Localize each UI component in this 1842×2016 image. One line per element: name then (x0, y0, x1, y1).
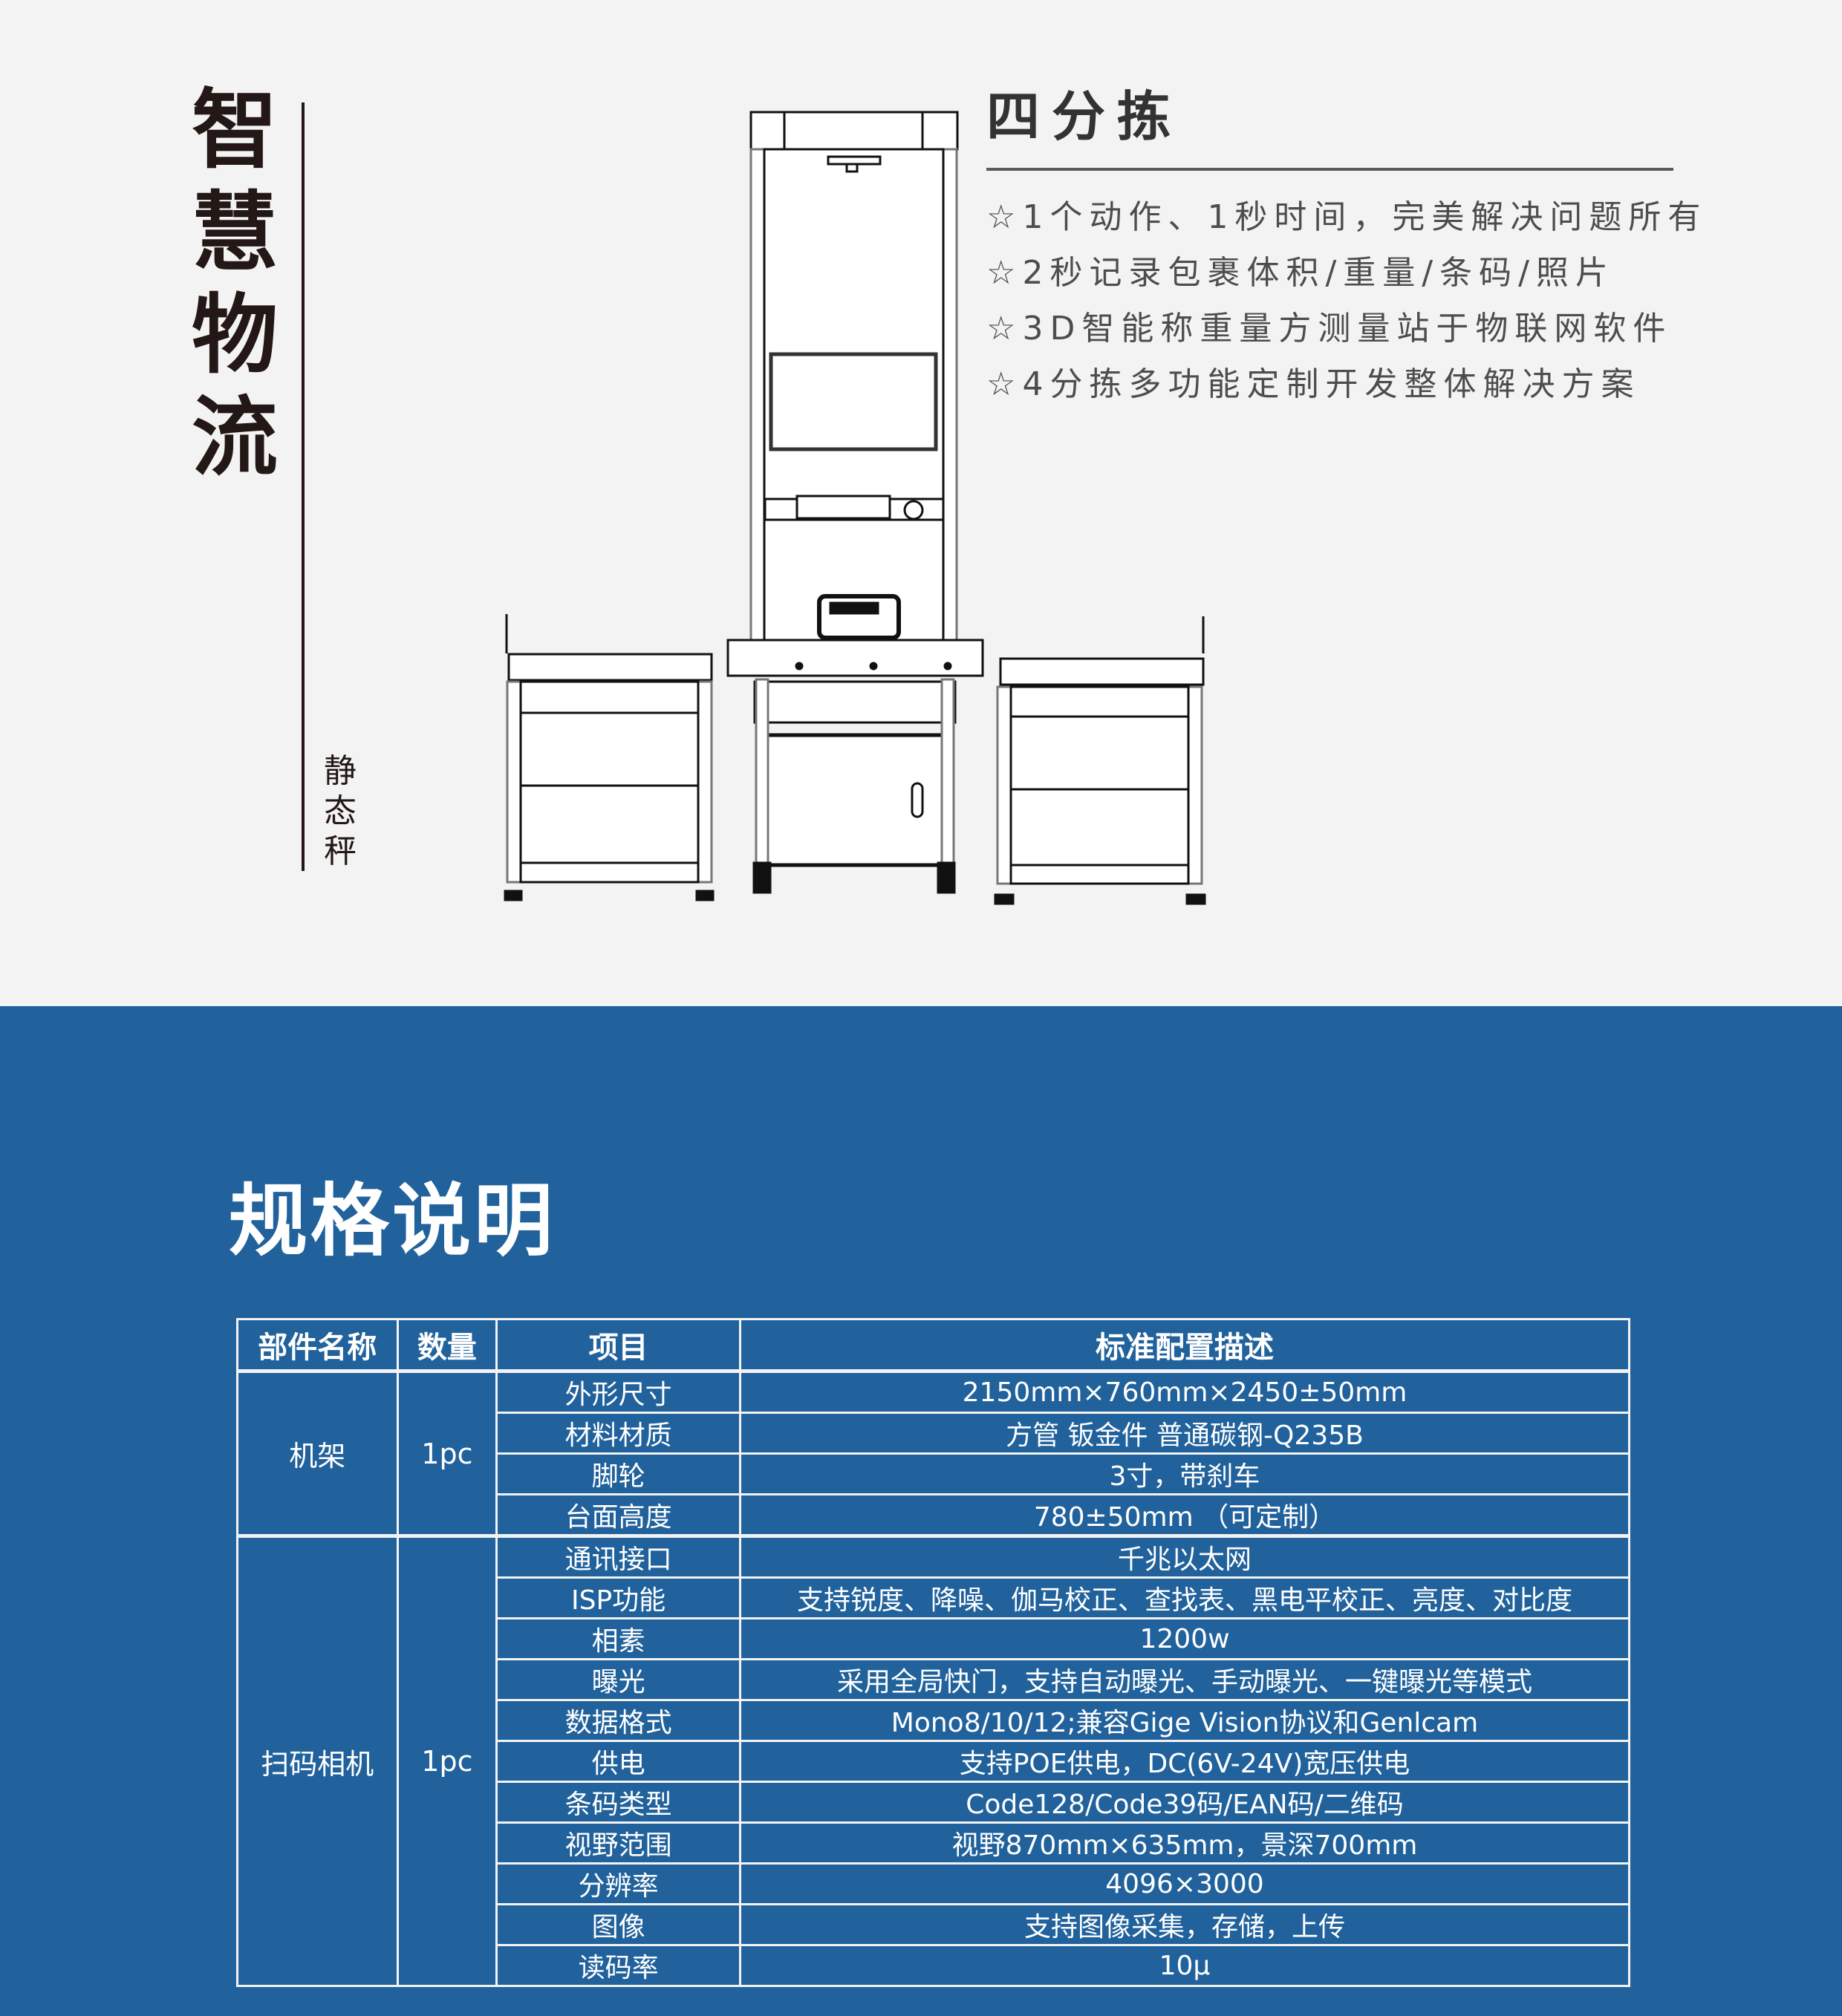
header-part-name: 部件名称 (236, 1318, 399, 1372)
product-title: 四分拣 (986, 85, 1183, 148)
header-quantity: 数量 (396, 1318, 498, 1372)
table-row: 视野范围 视野870mm×635mm，景深700mm (238, 1821, 1631, 1865)
item-cell: 脚轮 (495, 1452, 741, 1495)
description-cell: 采用全局快门，支持自动曝光、手动曝光、一键曝光等模式 (738, 1658, 1631, 1701)
item-cell: 分辨率 (495, 1862, 741, 1905)
vertical-title-char: 流 (192, 388, 278, 488)
table-header-row: 部件名称 数量 项目 标准配置描述 (236, 1318, 1631, 1372)
vertical-title-char: 慧 (192, 183, 278, 283)
table-row: 扫码相机 1pc 通讯接口 千兆以太网 (236, 1534, 1631, 1987)
item-cell: 视野范围 (495, 1821, 741, 1865)
description-cell: 支持锐度、降噪、伽马校正、查找表、黑电平校正、亮度、对比度 (738, 1576, 1631, 1619)
left-conveyor-table-icon (504, 614, 715, 901)
table-row: 台面高度 780±50mm （可定制） (238, 1493, 1631, 1537)
table-row: 分辨率 4096×3000 (238, 1862, 1631, 1905)
feature-item: ☆2秒记录包裹体积/重量/条码/照片 (986, 254, 1615, 292)
item-cell: 相素 (495, 1617, 741, 1660)
description-cell: 支持POE供电，DC(6V-24V)宽压供电 (738, 1740, 1631, 1783)
table-row: 读码率 10μ (238, 1944, 1631, 1987)
vertical-subtitle-char: 态 (324, 792, 357, 830)
table-row: 曝光 采用全局快门，支持自动曝光、手动曝光、一键曝光等模式 (238, 1658, 1631, 1701)
vertical-divider (302, 102, 305, 871)
quantity-cell: 1pc (396, 1534, 498, 1987)
header-description: 标准配置描述 (738, 1318, 1631, 1372)
item-cell: 外形尺寸 (495, 1369, 741, 1414)
item-cell: 材料材质 (495, 1412, 741, 1455)
header-item: 项目 (495, 1318, 741, 1372)
vertical-subtitle-char: 秤 (324, 832, 357, 870)
part-name-cell: 机架 (236, 1369, 399, 1537)
description-cell: 4096×3000 (738, 1862, 1631, 1905)
table-row: ISP功能 支持锐度、降噪、伽马校正、查找表、黑电平校正、亮度、对比度 (238, 1576, 1631, 1619)
vertical-subtitle: 静 态 秤 (321, 754, 359, 870)
item-cell: 供电 (495, 1740, 741, 1783)
feature-item: ☆3D智能称重量方测量站于物联网软件 (986, 310, 1673, 348)
table-row: 数据格式 Mono8/10/12;兼容Gige Vision协议和Genlcam (238, 1699, 1631, 1742)
table-row: 脚轮 3寸，带刹车 (238, 1452, 1631, 1495)
quantity-cell: 1pc (396, 1369, 498, 1537)
item-cell: 通讯接口 (495, 1534, 741, 1579)
feature-list: ☆1个动作、1秒时间，完美解决问题所有 ☆2秒记录包裹体积/重量/条码/照片 ☆… (986, 189, 1708, 412)
vertical-title-char: 物 (192, 285, 278, 385)
center-conveyor-icon (726, 639, 984, 894)
table-row: 图像 支持图像采集，存储，上传 (238, 1903, 1631, 1946)
spec-table: 部件名称 数量 项目 标准配置描述 机架 1pc 外形尺寸 2150mm×760… (236, 1318, 1631, 1987)
description-cell: 千兆以太网 (738, 1534, 1631, 1579)
part-name-cell: 扫码相机 (236, 1534, 399, 1987)
scale-indicator-icon (817, 594, 901, 640)
description-cell: 10μ (738, 1944, 1631, 1987)
feature-item: ☆1个动作、1秒时间，完美解决问题所有 (986, 198, 1708, 236)
tower-frame-icon (749, 111, 959, 656)
item-cell: 曝光 (495, 1658, 741, 1701)
table-row: 条码类型 Code128/Code39码/EAN码/二维码 (238, 1781, 1631, 1824)
vertical-subtitle-char: 静 (324, 752, 357, 790)
item-cell: 读码率 (495, 1944, 741, 1987)
table-row: 相素 1200w (238, 1617, 1631, 1660)
spec-title: 规格说明 (229, 1175, 556, 1267)
table-row: 供电 支持POE供电，DC(6V-24V)宽压供电 (238, 1740, 1631, 1783)
feature-item: ☆4分拣多功能定制开发整体解决方案 (986, 365, 1641, 403)
description-cell: Mono8/10/12;兼容Gige Vision协议和Genlcam (738, 1699, 1631, 1742)
description-cell: 视野870mm×635mm，景深700mm (738, 1821, 1631, 1865)
item-cell: 数据格式 (495, 1699, 741, 1742)
table-row: 材料材质 方管 钣金件 普通碳钢-Q235B (238, 1412, 1631, 1455)
description-cell: 2150mm×760mm×2450±50mm (738, 1369, 1631, 1414)
item-cell: 台面高度 (495, 1493, 741, 1537)
item-cell: 图像 (495, 1903, 741, 1946)
description-cell: 支持图像采集，存储，上传 (738, 1903, 1631, 1946)
description-cell: Code128/Code39码/EAN码/二维码 (738, 1781, 1631, 1824)
sorting-station-illustration (504, 111, 1206, 905)
description-cell: 3寸，带刹车 (738, 1452, 1631, 1495)
item-cell: 条码类型 (495, 1781, 741, 1824)
vertical-title: 智 慧 物 流 (190, 88, 279, 481)
description-cell: 780±50mm （可定制） (738, 1493, 1631, 1537)
hero-section: 智 慧 物 流 静 态 秤 四分拣 ☆1个动作、1秒时间，完美解决问题所有 ☆2… (0, 0, 1842, 1006)
right-conveyor-table-icon (994, 616, 1206, 905)
title-divider (986, 168, 1673, 171)
item-cell: ISP功能 (495, 1576, 741, 1619)
vertical-title-char: 智 (192, 80, 278, 180)
description-cell: 1200w (738, 1617, 1631, 1660)
table-row: 机架 1pc 外形尺寸 2150mm×760mm×2450±50mm (236, 1369, 1631, 1537)
description-cell: 方管 钣金件 普通碳钢-Q235B (738, 1412, 1631, 1455)
